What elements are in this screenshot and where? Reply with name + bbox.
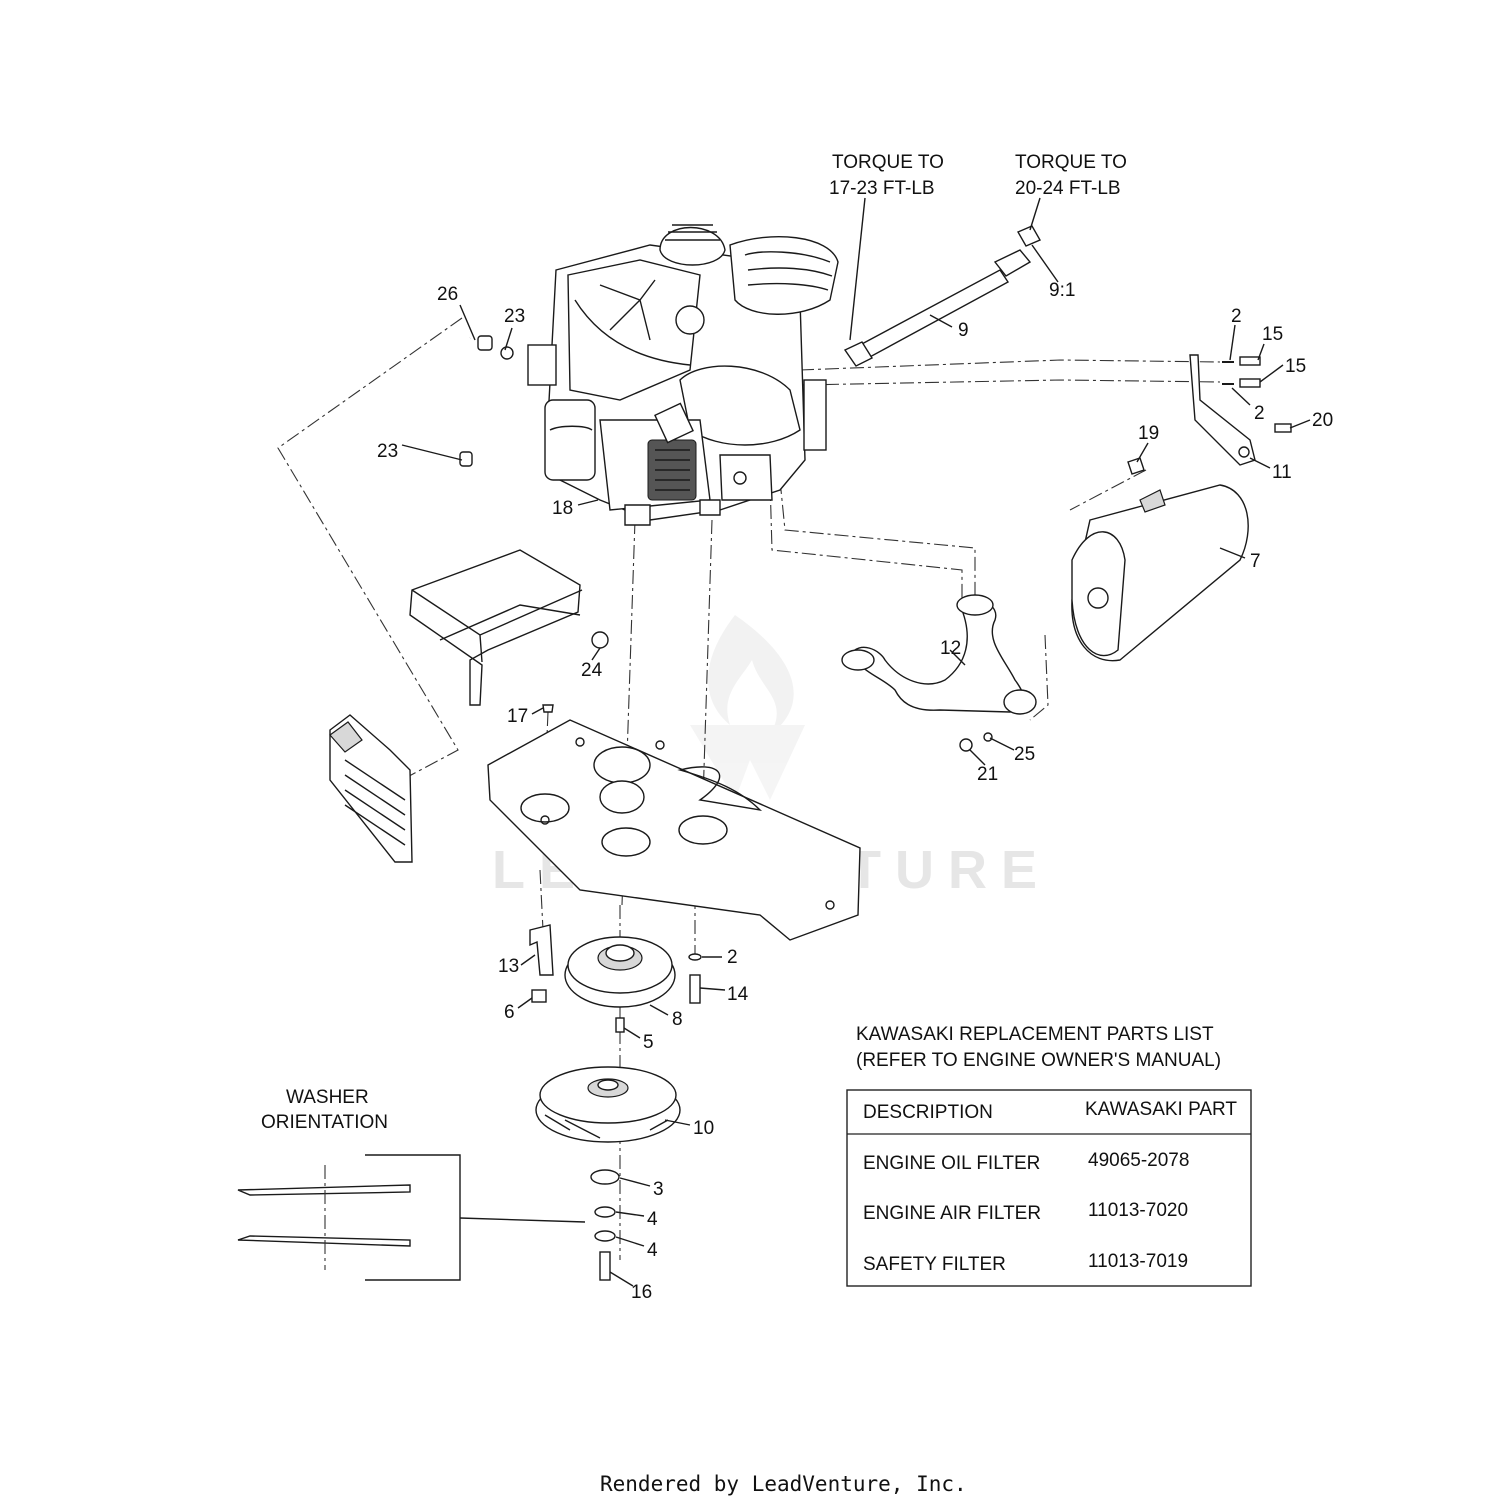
watermark-logo <box>690 615 805 800</box>
parts-list-title: KAWASAKI REPLACEMENT PARTS LIST <box>856 1024 1214 1045</box>
pulley-part <box>564 936 676 1033</box>
svg-text:20-24 FT-LB: 20-24 FT-LB <box>1015 178 1121 199</box>
side-shield-part <box>329 714 413 863</box>
callout-7: 7 <box>1250 551 1261 572</box>
table-cell: ENGINE OIL FILTER <box>863 1153 1040 1174</box>
svg-text:WASHER: WASHER <box>286 1087 369 1108</box>
callout-5: 5 <box>643 1032 654 1053</box>
callout-21: 21 <box>977 764 998 785</box>
table-cell: 11013-7020 <box>1088 1200 1188 1221</box>
hose-part <box>458 335 514 467</box>
table-cell: SAFETY FILTER <box>863 1254 1006 1275</box>
callout-12: 12 <box>940 638 961 659</box>
torque-note-2: TORQUE TO 20-24 FT-LB <box>1015 152 1127 199</box>
washer-orientation-title: WASHER ORIENTATION <box>261 1087 388 1133</box>
deck-bolt-part <box>688 953 702 1004</box>
callout-2: 2 <box>1254 403 1265 424</box>
exhaust-manifold-part <box>841 594 1037 752</box>
table-cell: 49065-2078 <box>1088 1150 1189 1171</box>
washer-orientation-detail <box>237 1154 586 1281</box>
leader-lines <box>401 197 1311 1287</box>
parts-list-subtitle: (REFER TO ENGINE OWNER'S MANUAL) <box>856 1050 1221 1071</box>
callout-9: 9 <box>958 320 969 341</box>
muffler-bracket-part <box>1189 354 1292 466</box>
callout-4: 4 <box>647 1209 658 1230</box>
clutch-fasteners <box>590 1169 620 1281</box>
table-header-part: KAWASAKI PART <box>1085 1099 1237 1120</box>
clutch-bracket-part <box>529 924 554 1003</box>
callout-19: 19 <box>1138 423 1159 444</box>
callout-16: 16 <box>631 1282 652 1303</box>
heat-shield-part <box>409 549 609 706</box>
callout-3: 3 <box>653 1179 664 1200</box>
table-cell: ENGINE AIR FILTER <box>863 1203 1041 1224</box>
callout-14: 14 <box>727 984 749 1005</box>
callout-17: 17 <box>507 706 528 727</box>
callout-26: 26 <box>437 284 458 305</box>
muffler-part <box>1071 457 1249 662</box>
callout-23: 23 <box>377 441 398 462</box>
callout-24: 24 <box>581 660 603 681</box>
callouts: 26 23 23 18 9 9:1 2 15 15 2 20 11 19 7 1… <box>377 280 1333 1303</box>
callout-10: 10 <box>693 1118 714 1139</box>
callout-15: 15 <box>1262 324 1283 345</box>
fuel-line-part <box>843 225 1041 367</box>
callout-6: 6 <box>504 1002 515 1023</box>
parts-list: KAWASAKI REPLACEMENT PARTS LIST (REFER T… <box>846 1024 1252 1287</box>
callout-15: 15 <box>1285 356 1306 377</box>
svg-text:17-23 FT-LB: 17-23 FT-LB <box>829 178 935 199</box>
callout-9-1: 9:1 <box>1049 280 1075 301</box>
table-cell: 11013-7019 <box>1088 1251 1188 1272</box>
callout-18: 18 <box>552 498 573 519</box>
callout-23: 23 <box>504 306 525 327</box>
table-header-description: DESCRIPTION <box>863 1102 993 1123</box>
callout-20: 20 <box>1312 410 1333 431</box>
svg-text:ORIENTATION: ORIENTATION <box>261 1112 388 1133</box>
callout-13: 13 <box>498 956 519 977</box>
svg-text:TORQUE TO: TORQUE TO <box>832 152 944 173</box>
engine-deck-plate-part <box>487 704 861 941</box>
footer-credit: Rendered by LeadVenture, Inc. <box>600 1472 967 1496</box>
callout-11: 11 <box>1272 462 1292 483</box>
callout-25: 25 <box>1014 744 1035 765</box>
torque-note-1: TORQUE TO 17-23 FT-LB <box>829 152 944 199</box>
callout-4: 4 <box>647 1240 658 1261</box>
callout-8: 8 <box>672 1009 683 1030</box>
callout-2: 2 <box>727 947 738 968</box>
callout-2: 2 <box>1231 306 1242 327</box>
engine-assembly <box>527 224 839 526</box>
svg-text:TORQUE TO: TORQUE TO <box>1015 152 1127 173</box>
clutch-part <box>535 1066 681 1143</box>
